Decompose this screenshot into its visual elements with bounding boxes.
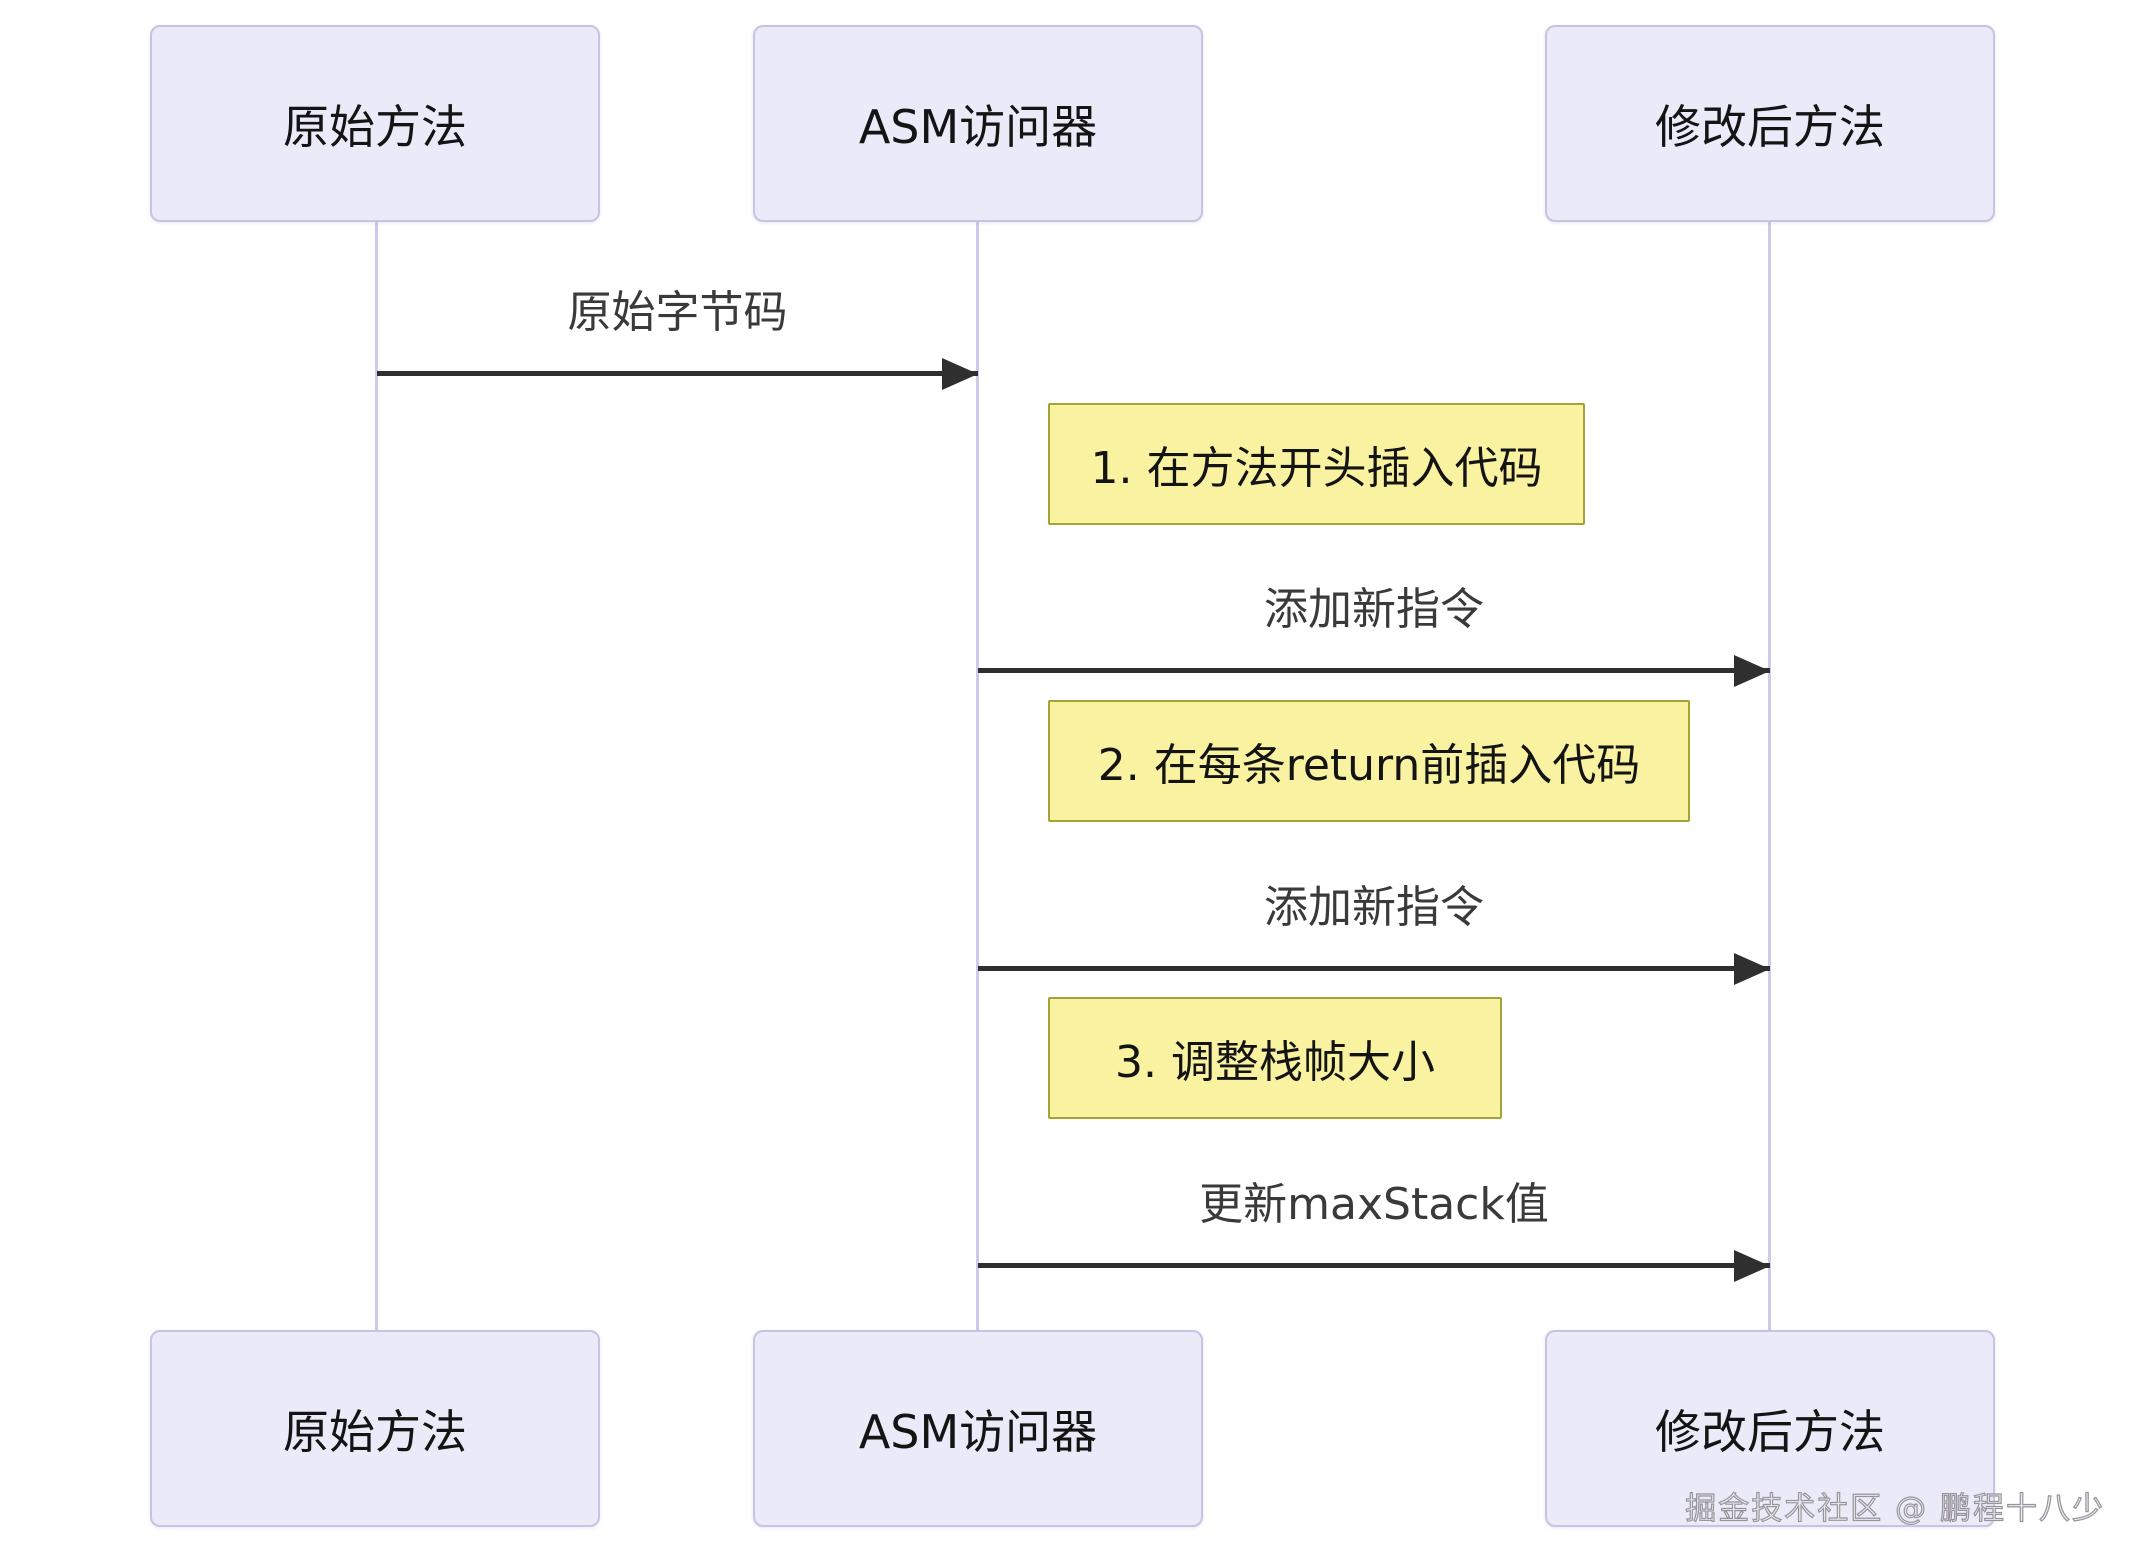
actor-label: 修改后方法 [1655,1404,1885,1459]
message-line [978,654,1770,687]
watermark-text: 掘金技术社区 @ 鹏程十八少 [1685,1490,2105,1527]
message-add-instructions-2: 添加新指令 [978,878,1770,985]
message-line [978,952,1770,985]
message-label: 更新maxStack值 [1199,1179,1549,1230]
actor-label: 修改后方法 [1655,99,1885,154]
actor-label: 原始方法 [283,99,467,154]
actor-top-asm-visitor: ASM访问器 [753,25,1203,222]
arrowhead-right-icon [1734,654,1770,687]
actor-label: 原始方法 [283,1404,467,1459]
arrowhead-right-icon [1734,1249,1770,1282]
lifeline-modified-method [1768,222,1771,1332]
lifeline-original-method [375,222,378,1332]
actor-top-original-method: 原始方法 [150,25,600,222]
note-insert-before-return: 2. 在每条return前插入代码 [1048,700,1690,822]
message-original-bytecode: 原始字节码 [377,283,978,390]
message-line [978,1249,1770,1282]
actor-bottom-asm-visitor: ASM访问器 [753,1330,1203,1527]
message-add-instructions-1: 添加新指令 [978,580,1770,687]
lifeline-asm-visitor [976,222,979,1332]
actor-bottom-original-method: 原始方法 [150,1330,600,1527]
message-label: 原始字节码 [567,287,788,338]
message-update-maxstack: 更新maxStack值 [978,1175,1770,1282]
note-insert-at-method-start: 1. 在方法开头插入代码 [1048,403,1585,525]
message-line [377,357,978,390]
actor-label: ASM访问器 [858,1404,1098,1459]
actor-bottom-modified-method: 修改后方法 [1545,1330,1995,1527]
arrowhead-right-icon [942,357,978,390]
arrowhead-right-icon [1734,952,1770,985]
actor-label: ASM访问器 [858,99,1098,154]
message-label: 添加新指令 [1264,882,1484,933]
actor-top-modified-method: 修改后方法 [1545,25,1995,222]
note-adjust-stack-frame: 3. 调整栈帧大小 [1048,997,1502,1119]
message-label: 添加新指令 [1264,584,1484,635]
